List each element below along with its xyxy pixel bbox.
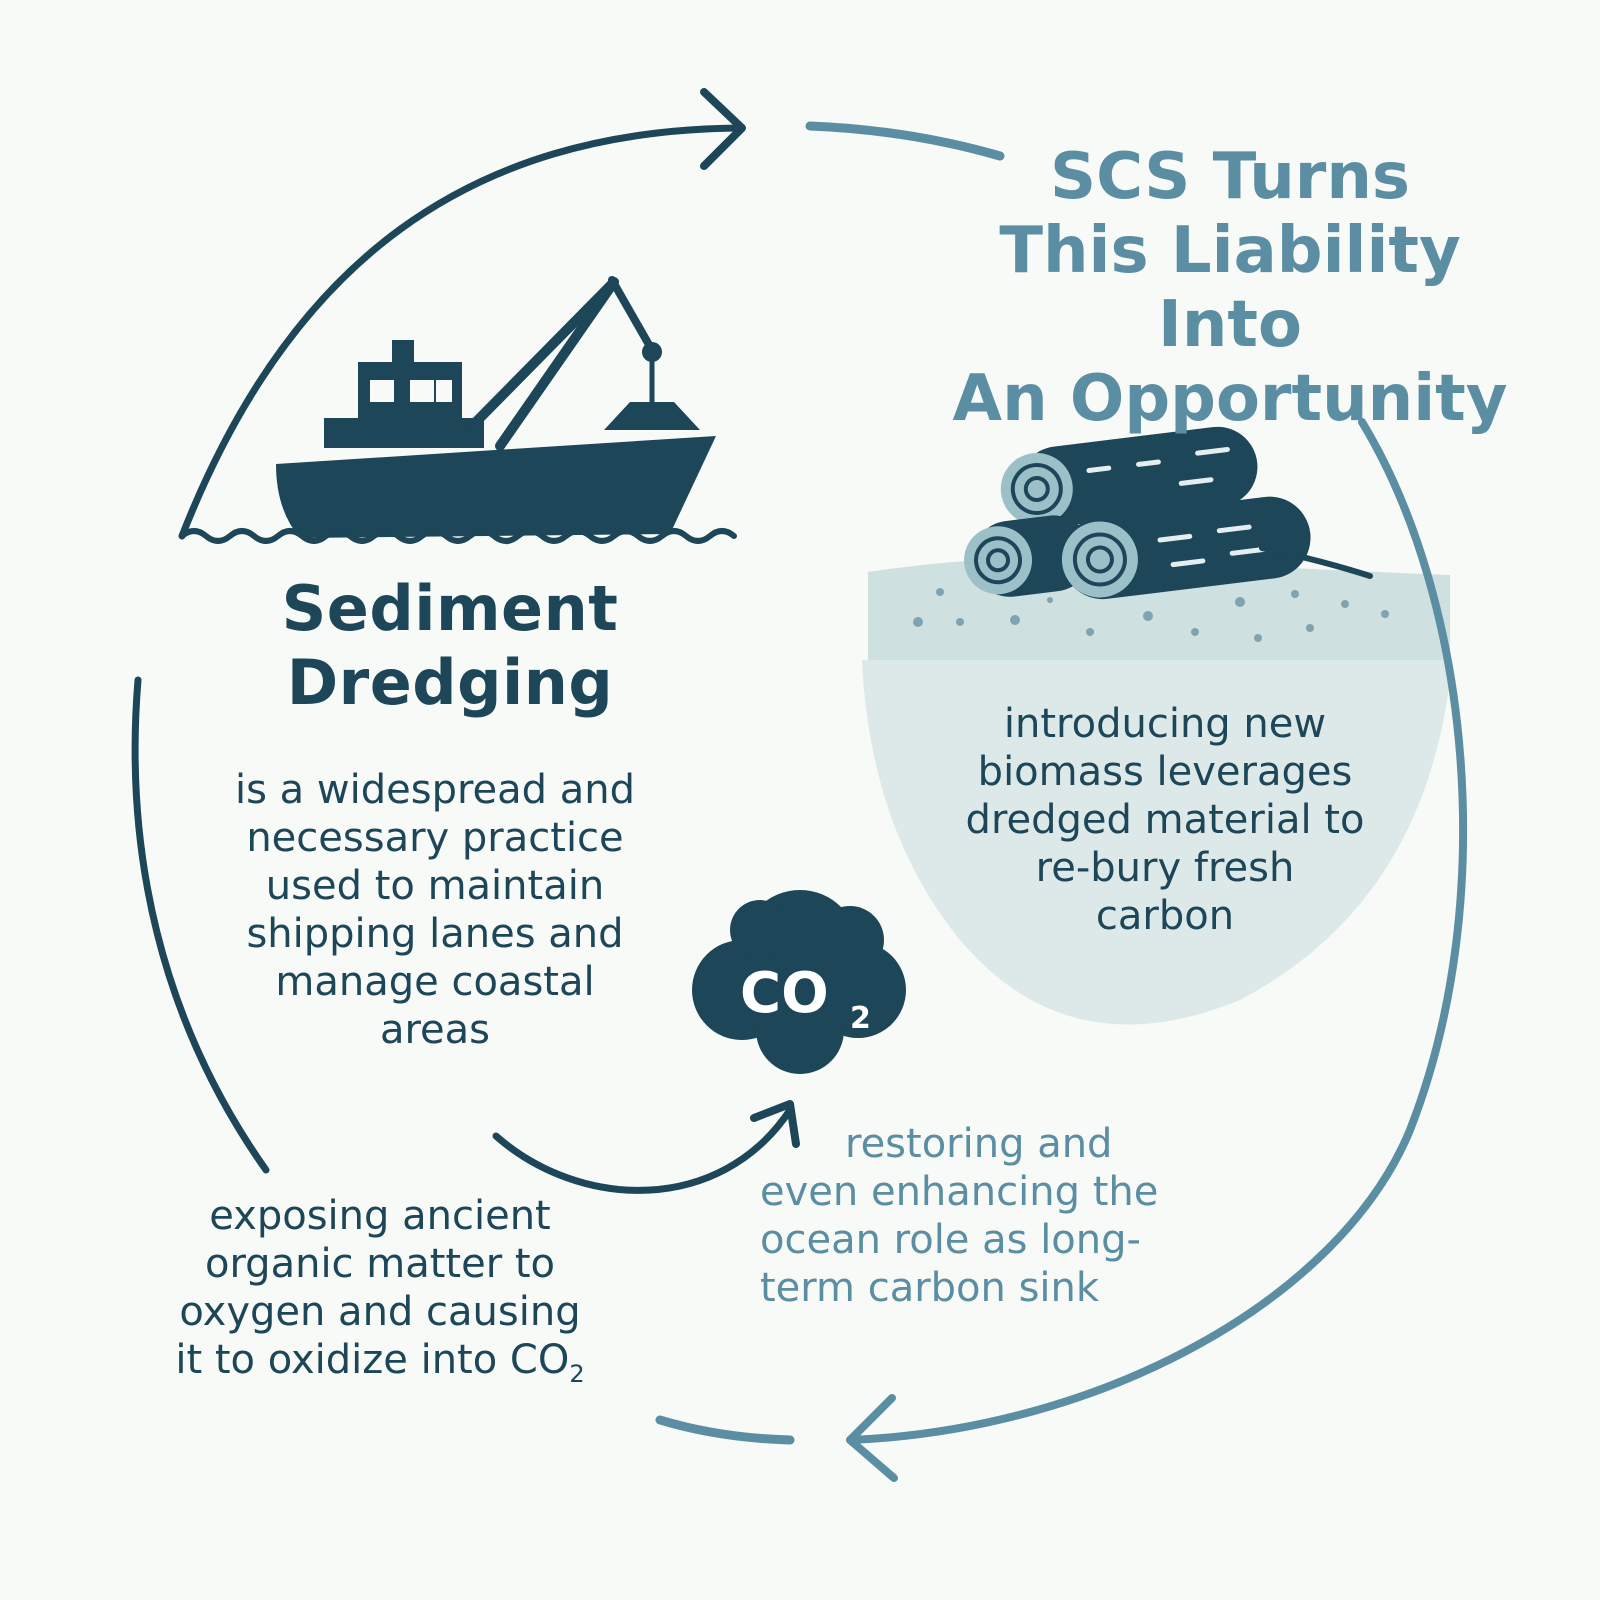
- text-line: oxygen and causing: [179, 1289, 581, 1335]
- text-line: dredged material to: [965, 797, 1365, 843]
- title-line: An Opportunity: [952, 362, 1508, 436]
- dredging-description: is a widespread and necessary practice u…: [175, 766, 695, 1054]
- dredging-ship-icon: [179, 276, 737, 544]
- text-line: re-bury fresh: [1035, 845, 1295, 891]
- arrow-top-right: [805, 121, 1005, 161]
- arrow-bottom: [655, 1415, 795, 1445]
- arrowhead-bottom: [846, 1394, 898, 1482]
- arrowhead-top: [700, 88, 746, 170]
- arrowhead-co2: [750, 1100, 800, 1148]
- text-line: shipping lanes and: [246, 911, 624, 957]
- arrow-co2: [492, 1106, 794, 1194]
- text-line: exposing ancient: [209, 1193, 551, 1239]
- co2-cloud-icon: CO 2: [692, 890, 906, 1074]
- log-top: [1000, 426, 1258, 527]
- co2-label: CO: [740, 961, 829, 1026]
- text-line: manage coastal: [275, 959, 595, 1005]
- text-line: carbon: [1095, 893, 1235, 939]
- arrow-right: [846, 418, 1468, 1444]
- title-line: SCS Turns: [1049, 140, 1411, 214]
- restoring-description: restoring and even enhancing the ocean r…: [760, 1120, 1240, 1312]
- exposing-description: exposing ancient organic matter to oxyge…: [120, 1192, 640, 1398]
- title-line: This Liability Into: [999, 214, 1461, 362]
- text-line: necessary practice: [246, 815, 624, 861]
- text-line: biomass leverages: [977, 749, 1353, 795]
- co2-subscript: 2: [850, 1001, 871, 1036]
- arrow-top-left: [178, 124, 744, 540]
- sediment-dredging-title: Sediment Dredging: [250, 572, 650, 720]
- title-line: Dredging: [286, 646, 614, 719]
- text-line: ocean role as long-: [760, 1217, 1141, 1263]
- text-line: restoring and: [845, 1121, 1113, 1167]
- text-line: even enhancing the: [760, 1169, 1159, 1215]
- arrow-left: [131, 676, 270, 1174]
- log-right: [1061, 496, 1311, 600]
- log-left: [964, 515, 1092, 597]
- title-line: Sediment: [281, 572, 619, 645]
- biomass-description: introducing new biomass leverages dredge…: [920, 700, 1410, 940]
- text-line: introducing new: [1003, 701, 1327, 747]
- text-line: used to maintain: [265, 863, 605, 909]
- text-line: areas: [379, 1007, 491, 1053]
- co2-subscript-text: 2: [569, 1360, 585, 1388]
- logs-icon: [964, 426, 1373, 600]
- text-line: is a widespread and: [235, 767, 635, 813]
- text-line: organic matter to: [204, 1241, 556, 1287]
- text-line: term carbon sink: [760, 1265, 1100, 1311]
- cycle-arrows: [131, 88, 1468, 1482]
- scs-title: SCS Turns This Liability Into An Opportu…: [930, 140, 1530, 436]
- text-line: it to oxidize into CO: [175, 1337, 570, 1383]
